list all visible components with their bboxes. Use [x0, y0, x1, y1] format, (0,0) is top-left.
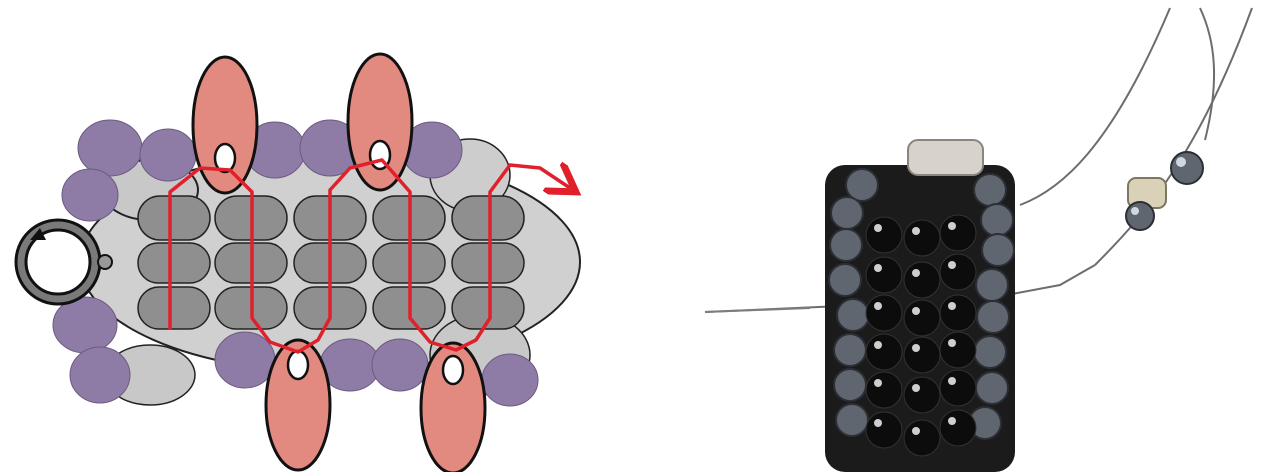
loose-beads	[1126, 152, 1203, 230]
black-bead-grid	[866, 215, 976, 456]
thread-overlay	[705, 308, 810, 312]
beading-diagram	[0, 0, 640, 472]
beadwork-photo	[640, 0, 1263, 472]
